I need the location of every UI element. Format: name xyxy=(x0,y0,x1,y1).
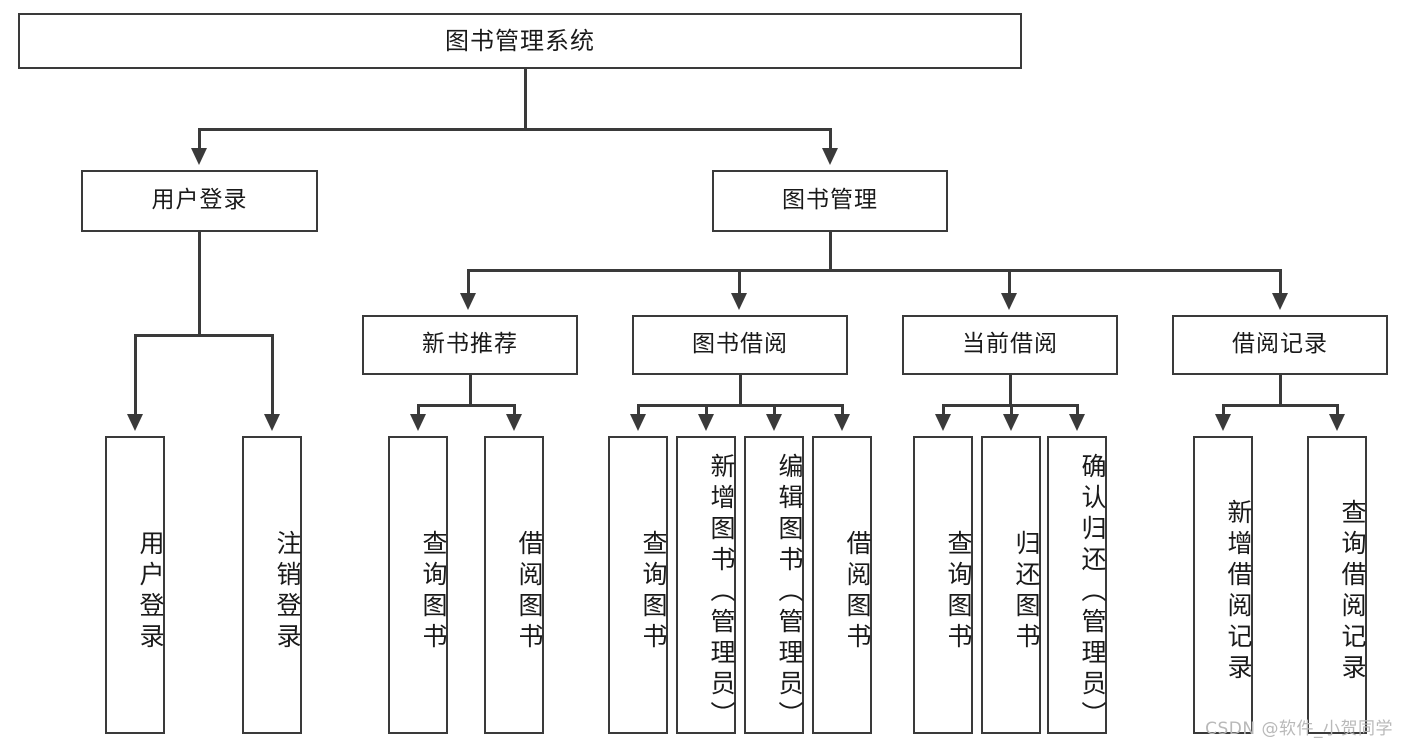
connector-borrow-record-bus xyxy=(1222,404,1338,407)
arrow-bm-to-new-book xyxy=(460,293,476,310)
connector-current-borrow-to-leaf-2 xyxy=(1010,404,1013,416)
arrow-bm-to-current-borrow xyxy=(1001,293,1017,310)
connector-current-borrow-to-leaf-3 xyxy=(1076,404,1079,416)
arrow-borrow-record-to-leaf-1 xyxy=(1215,414,1231,431)
node-label: 编辑图书（管理员） xyxy=(775,452,804,732)
connector-new-book-bus xyxy=(417,404,516,407)
node-label: 归还图书 xyxy=(1012,530,1041,654)
connector-book-borrow-to-leaf-3 xyxy=(773,404,776,416)
arrow-bm-to-borrow-record xyxy=(1272,293,1288,310)
node-label: 查询图书 xyxy=(639,530,668,654)
node-leaf-user-login-logout[interactable]: 注销登录 xyxy=(242,436,302,734)
connector-root-to-book-management xyxy=(829,128,832,150)
node-book-borrow[interactable]: 图书借阅 xyxy=(632,315,848,375)
arrow-current-borrow-to-leaf-1 xyxy=(935,414,951,431)
node-label: 当前借阅 xyxy=(962,331,1058,358)
node-label: 新书推荐 xyxy=(422,331,518,358)
connector-book-management-stem xyxy=(829,232,832,271)
node-new-book-recommend[interactable]: 新书推荐 xyxy=(362,315,578,375)
connector-new-book-stem xyxy=(469,375,472,405)
node-label: 查询图书 xyxy=(419,530,448,654)
connector-borrow-record-stem xyxy=(1279,375,1282,405)
arrow-current-borrow-to-leaf-3 xyxy=(1069,414,1085,431)
watermark-text: CSDN @软件_小贺同学 xyxy=(1205,719,1393,739)
arrow-book-borrow-to-leaf-1 xyxy=(630,414,646,431)
node-label: 查询图书 xyxy=(944,530,973,654)
node-leaf-new-book-borrow[interactable]: 借阅图书 xyxy=(484,436,544,734)
node-label: 用户登录 xyxy=(136,530,165,654)
node-label: 注销登录 xyxy=(273,530,302,654)
arrow-book-borrow-to-leaf-3 xyxy=(766,414,782,431)
node-leaf-book-borrow-borrow[interactable]: 借阅图书 xyxy=(812,436,872,734)
connector-root-stem xyxy=(524,69,527,129)
arrow-bm-to-book-borrow xyxy=(731,293,747,310)
node-label: 借阅图书 xyxy=(515,530,544,654)
connector-borrow-record-to-leaf-2 xyxy=(1336,404,1339,416)
connector-bm-to-current-borrow xyxy=(1008,269,1011,295)
node-label: 借阅记录 xyxy=(1232,331,1328,358)
arrow-borrow-record-to-leaf-2 xyxy=(1329,414,1345,431)
arrow-user-login-to-leaf-1 xyxy=(127,414,143,431)
connector-book-borrow-to-leaf-4 xyxy=(841,404,844,416)
node-book-management[interactable]: 图书管理 xyxy=(712,170,948,232)
node-leaf-new-book-query[interactable]: 查询图书 xyxy=(388,436,448,734)
arrow-root-to-user-login xyxy=(191,148,207,165)
arrow-book-borrow-to-leaf-4 xyxy=(834,414,850,431)
node-leaf-borrow-record-query[interactable]: 查询借阅记录 xyxy=(1307,436,1367,734)
arrow-root-to-book-management xyxy=(822,148,838,165)
node-leaf-book-borrow-edit[interactable]: 编辑图书（管理员） xyxy=(744,436,804,734)
arrow-new-book-to-leaf-2 xyxy=(506,414,522,431)
connector-user-login-bus xyxy=(134,334,274,337)
node-user-login[interactable]: 用户登录 xyxy=(81,170,318,232)
node-borrow-record[interactable]: 借阅记录 xyxy=(1172,315,1388,375)
node-leaf-book-borrow-query[interactable]: 查询图书 xyxy=(608,436,668,734)
connector-bm-to-book-borrow xyxy=(738,269,741,295)
arrow-new-book-to-leaf-1 xyxy=(410,414,426,431)
connector-book-borrow-bus xyxy=(637,404,843,407)
connector-book-borrow-to-leaf-1 xyxy=(637,404,640,416)
connector-book-management-bus xyxy=(467,269,1281,272)
connector-root-to-user-login xyxy=(198,128,201,150)
arrow-book-borrow-to-leaf-2 xyxy=(698,414,714,431)
node-label: 图书管理系统 xyxy=(445,26,595,55)
node-label: 图书管理 xyxy=(782,187,878,214)
connector-book-borrow-stem xyxy=(739,375,742,405)
node-leaf-user-login-login[interactable]: 用户登录 xyxy=(105,436,165,734)
connector-book-borrow-to-leaf-2 xyxy=(705,404,708,416)
connector-borrow-record-to-leaf-1 xyxy=(1222,404,1225,416)
arrow-user-login-to-leaf-2 xyxy=(264,414,280,431)
node-label: 新增借阅记录 xyxy=(1224,499,1253,685)
node-leaf-current-borrow-query[interactable]: 查询图书 xyxy=(913,436,973,734)
node-root-book-management-system[interactable]: 图书管理系统 xyxy=(18,13,1022,69)
connector-bm-to-borrow-record xyxy=(1279,269,1282,295)
node-leaf-current-borrow-confirm-return[interactable]: 确认归还（管理员） xyxy=(1047,436,1107,734)
node-leaf-book-borrow-add[interactable]: 新增图书（管理员） xyxy=(676,436,736,734)
node-label: 查询借阅记录 xyxy=(1338,499,1367,685)
connector-new-book-to-leaf-2 xyxy=(513,404,516,416)
node-label: 新增图书（管理员） xyxy=(707,452,736,732)
connector-user-login-stem xyxy=(198,232,201,335)
node-label: 用户登录 xyxy=(151,187,248,214)
connector-root-bus xyxy=(198,128,832,131)
connector-user-login-to-leaf-2 xyxy=(271,334,274,416)
node-label: 图书借阅 xyxy=(692,331,788,358)
node-leaf-borrow-record-add[interactable]: 新增借阅记录 xyxy=(1193,436,1253,734)
connector-current-borrow-to-leaf-1 xyxy=(942,404,945,416)
connector-bm-to-new-book xyxy=(467,269,470,295)
node-label: 确认归还（管理员） xyxy=(1078,452,1107,732)
node-current-borrow[interactable]: 当前借阅 xyxy=(902,315,1118,375)
connector-new-book-to-leaf-1 xyxy=(417,404,420,416)
node-label: 借阅图书 xyxy=(843,530,872,654)
node-leaf-current-borrow-return[interactable]: 归还图书 xyxy=(981,436,1041,734)
arrow-current-borrow-to-leaf-2 xyxy=(1003,414,1019,431)
connector-user-login-to-leaf-1 xyxy=(134,334,137,416)
connector-current-borrow-stem xyxy=(1009,375,1012,405)
